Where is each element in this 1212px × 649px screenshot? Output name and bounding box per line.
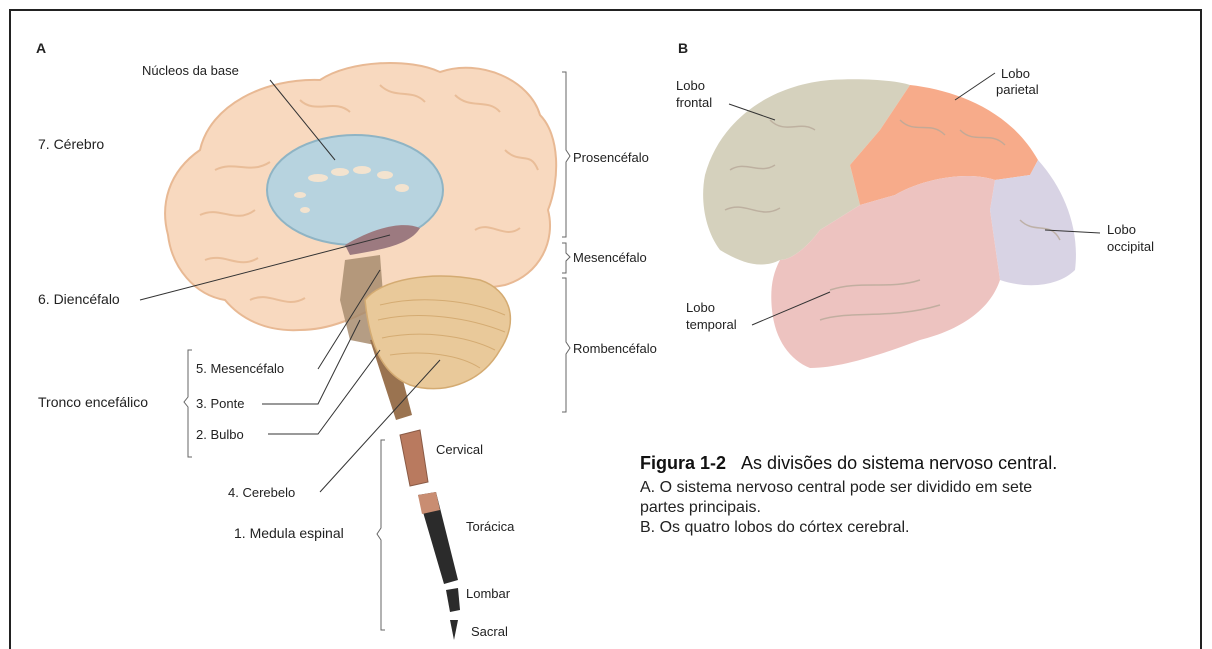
label-lobo-frontal-line1: Lobo xyxy=(676,78,705,93)
spinal-cord-illustration xyxy=(400,430,460,640)
label-sacral: Sacral xyxy=(471,624,508,639)
label-lobo-occipital-line2: occipital xyxy=(1107,239,1154,254)
label-lobo-parietal-line2: parietal xyxy=(996,82,1039,97)
label-lobo-parietal-line1: Lobo xyxy=(1001,66,1030,81)
label-toracica: Torácica xyxy=(466,519,514,534)
label-mesencefalo-division: Mesencéfalo xyxy=(573,250,647,265)
panel-label-b: B xyxy=(678,40,688,56)
label-prosencefalo: Prosencéfalo xyxy=(573,150,649,165)
label-mesencefalo: 5. Mesencéfalo xyxy=(196,361,284,376)
label-cerebro: 7. Cérebro xyxy=(38,137,104,152)
brain-lateral-illustration xyxy=(703,79,1076,368)
caption-b-text: Os quatro lobos do córtex cerebral. xyxy=(660,519,910,536)
label-nucleos-da-base: Núcleos da base xyxy=(142,63,239,78)
label-lobo-frontal-line2: frontal xyxy=(676,95,712,110)
caption-title: Figura 1-2 As divisões do sistema nervos… xyxy=(640,452,1160,474)
cervical-segment xyxy=(400,430,428,486)
label-lobo-occipital-line1: Lobo xyxy=(1107,222,1136,237)
panel-label-a: A xyxy=(36,40,46,56)
caption-a-key: A. xyxy=(640,479,655,496)
label-tronco-encefalico: Tronco encefálico xyxy=(38,395,148,410)
label-diencefalo: 6. Diencéfalo xyxy=(38,292,120,307)
caption-a-text-line2: partes principais. xyxy=(640,498,1160,518)
caption-a-text: O sistema nervoso central pode ser divid… xyxy=(660,479,1033,496)
sacral-segment xyxy=(450,620,458,640)
caption-title-text: As divisões do sistema nervoso central. xyxy=(741,453,1057,473)
label-cerebelo: 4. Cerebelo xyxy=(228,485,295,500)
label-medula-espinal: 1. Medula espinal xyxy=(234,526,344,541)
caption-part-a: A. O sistema nervoso central pode ser di… xyxy=(640,478,1160,498)
label-cervical: Cervical xyxy=(436,442,483,457)
caption-part-b: B. Os quatro lobos do córtex cerebral. xyxy=(640,518,1160,538)
figure-number: Figura 1-2 xyxy=(640,453,726,473)
label-lombar: Lombar xyxy=(466,586,510,601)
label-rombencefalo: Rombencéfalo xyxy=(573,341,657,356)
caption-b-key: B. xyxy=(640,519,655,536)
label-lobo-temporal-line2: temporal xyxy=(686,317,737,332)
label-bulbo: 2. Bulbo xyxy=(196,427,244,442)
label-lobo-temporal-line1: Lobo xyxy=(686,300,715,315)
label-ponte: 3. Ponte xyxy=(196,396,244,411)
figure-caption: Figura 1-2 As divisões do sistema nervos… xyxy=(640,452,1160,538)
lumbar-segment xyxy=(446,588,460,612)
